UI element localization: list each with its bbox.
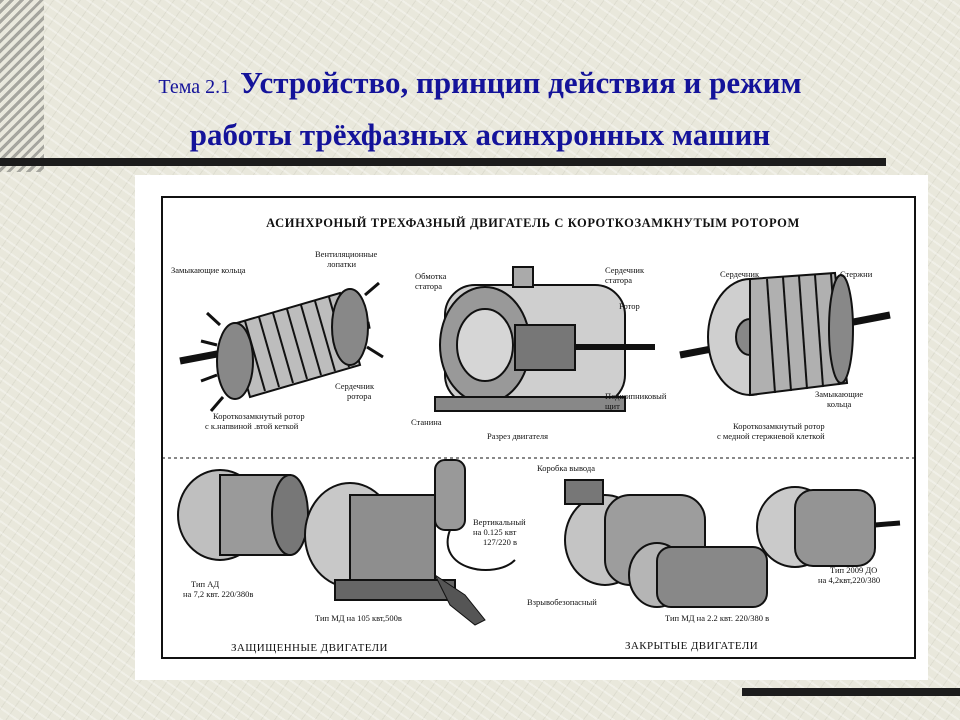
illustration-frame: [161, 196, 916, 659]
label-fan-blades-2: лопатки: [327, 259, 356, 269]
label-stator-core-2: статора: [605, 275, 632, 285]
caption-motor-section: Разрез двигателя: [487, 431, 548, 441]
label-rotor-core: Сердечник: [335, 381, 375, 391]
cage-rotor-drawing: [179, 281, 384, 412]
bottom-corner-bar: [742, 688, 960, 696]
label-terminal-box: Коробка вывода: [537, 463, 595, 473]
label-rotor-core-2: ротора: [347, 391, 371, 401]
caption-copper-rotor-2: с медной стержневой клеткой: [717, 431, 825, 441]
topic-number: Тема 2.1: [158, 76, 231, 98]
label-type-do: Тип 2009 ДО: [830, 565, 877, 575]
caption-copper-rotor: Короткозамкнутый ротор: [733, 421, 825, 431]
label-vertical: Вертикальный: [473, 517, 526, 527]
label-frame: Станина: [411, 417, 442, 427]
label-vertical-2: на 0.125 квт: [473, 527, 517, 537]
caption-cage-rotor-2: с к.напвиной .втой кеткой: [205, 421, 299, 431]
copper-bar-rotor-drawing: [679, 271, 891, 397]
label-closed-motors: ЗАКРЫТЫЕ ДВИГАТЕЛИ: [625, 640, 758, 652]
label-core: Сердечник: [720, 269, 760, 279]
label-explosion-proof: Взрывобезопасный: [527, 597, 597, 607]
label-closing-rings: Замыкающие кольца: [171, 265, 246, 275]
title-underline-bar: [0, 158, 886, 166]
label-stator-winding-2: статора: [415, 281, 442, 291]
label-type-md-22: Тип МД на 2.2 квт. 220/380 в: [665, 613, 769, 623]
label-type-ad-2: на 7,2 квт. 220/380в: [183, 589, 253, 599]
label-closing-rings-2: Замыкающие: [815, 389, 863, 399]
label-protected-motors: ЗАЩИЩЕННЫЕ ДВИГАТЕЛИ: [231, 642, 388, 654]
label-stator-core: Сердечник: [605, 265, 645, 275]
label-bearing-shield-2: щит: [605, 401, 620, 411]
label-type-md-105: Тип МД на 105 квт,500в: [315, 613, 402, 623]
label-bars: Стержни: [840, 269, 873, 279]
title-line-1: Устройство, принцип действия и режим: [240, 65, 802, 100]
motor-illustration-panel: АСИНХРОНЫЙ ТРЕХФАЗНЫЙ ДВИГАТЕЛЬ С КОРОТК…: [135, 175, 928, 680]
label-rotor: Ротор: [619, 301, 640, 311]
label-stator-winding: Обмотка: [415, 271, 447, 281]
protected-motors-drawing: [177, 459, 516, 626]
corner-hatch-decoration: [0, 0, 44, 172]
closed-motors-drawing: [564, 479, 901, 608]
title-line-2: работы трёхфазных асинхронных машин: [189, 117, 771, 152]
slide-title: Тема 2.1 Устройство, принцип действия и …: [0, 60, 960, 164]
label-type-do-2: на 4,2квт,220/380: [818, 575, 880, 585]
label-type-ad: Тип АД: [191, 579, 219, 589]
motor-illustration: АСИНХРОНЫЙ ТРЕХФАЗНЫЙ ДВИГАТЕЛЬ С КОРОТК…: [161, 196, 916, 659]
figure-banner: АСИНХРОНЫЙ ТРЕХФАЗНЫЙ ДВИГАТЕЛЬ С КОРОТК…: [266, 216, 800, 230]
label-vertical-3: 127/220 в: [483, 537, 517, 547]
label-closing-rings-2b: кольца: [827, 399, 852, 409]
caption-cage-rotor: Короткозамкнутый ротор: [213, 411, 305, 421]
motor-section-drawing: [434, 266, 655, 412]
label-bearing-shield: Подшипниковый: [605, 391, 667, 401]
label-fan-blades: Вентиляционные: [315, 249, 378, 259]
